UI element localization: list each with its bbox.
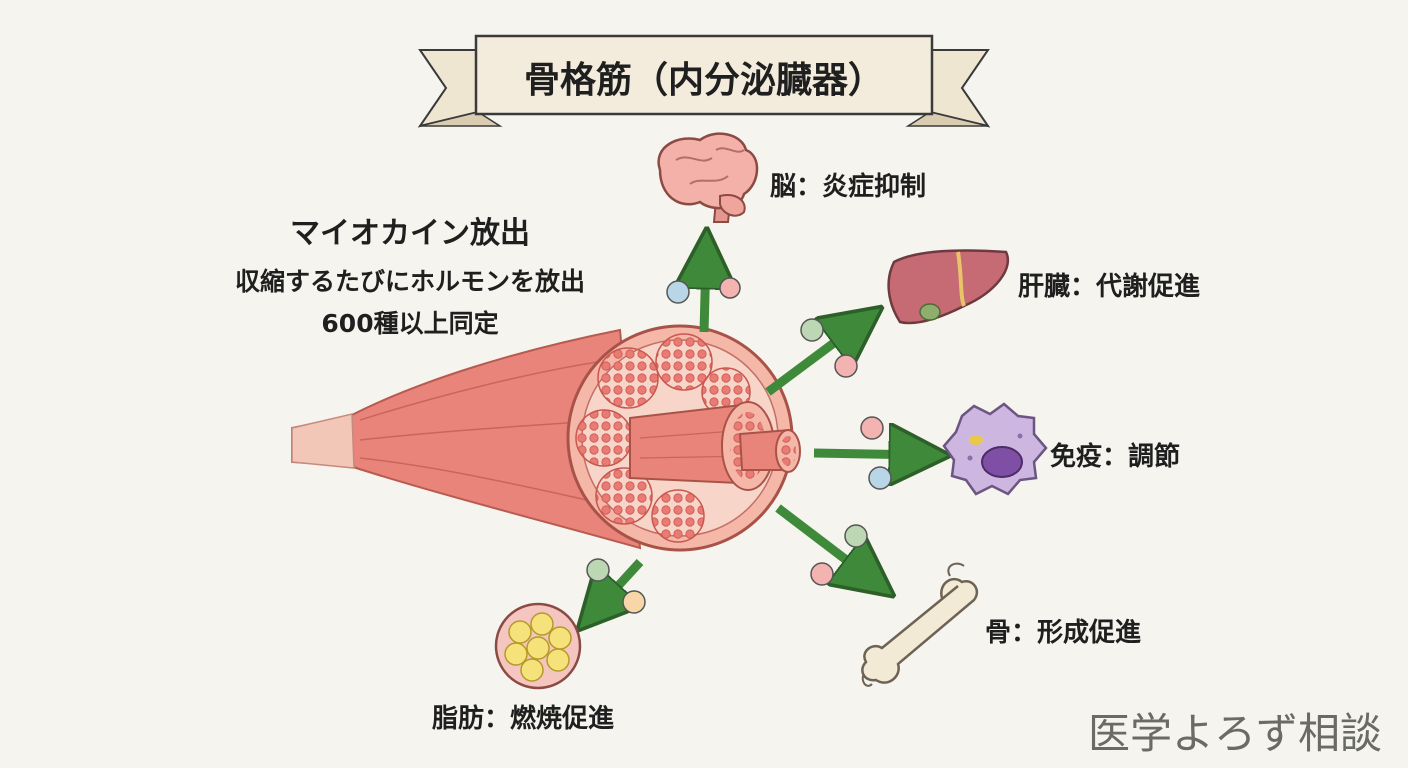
- fat-cell-icon: [494, 602, 582, 690]
- label-brain: 脳：炎症抑制: [770, 172, 927, 202]
- arrow-to-brain: [704, 258, 706, 333]
- brain-icon: [657, 132, 759, 223]
- myokine-particle-icon: [586, 277, 892, 614]
- label-bone: 骨：形成促進: [985, 618, 1142, 648]
- arrows: [598, 258, 920, 608]
- watermark: 医学よろず相談: [1087, 709, 1382, 758]
- myokine-count: 600種以上同定: [321, 309, 499, 338]
- page-title: 骨格筋（内分泌臓器）: [523, 60, 884, 101]
- bone-icon: [861, 562, 979, 687]
- muscle-fiber-icon: [291, 324, 801, 552]
- immune-cell-icon: [942, 402, 1048, 496]
- arrow-to-bone: [775, 504, 870, 578]
- label-fat: 脂肪：燃焼促進: [432, 704, 615, 734]
- label-immune: 免疫：調節: [1050, 442, 1181, 472]
- arrow-to-fat: [598, 558, 644, 608]
- myokine-heading: マイオカイン放出: [290, 216, 530, 251]
- title-banner: [417, 34, 991, 128]
- liver-icon: [887, 249, 1010, 325]
- arrow-to-liver: [765, 325, 858, 396]
- arrow-to-immune: [813, 453, 920, 455]
- myokine-description: 収縮するたびにホルモンを放出: [234, 267, 585, 296]
- label-liver: 肝臓：代謝促進: [1018, 272, 1201, 302]
